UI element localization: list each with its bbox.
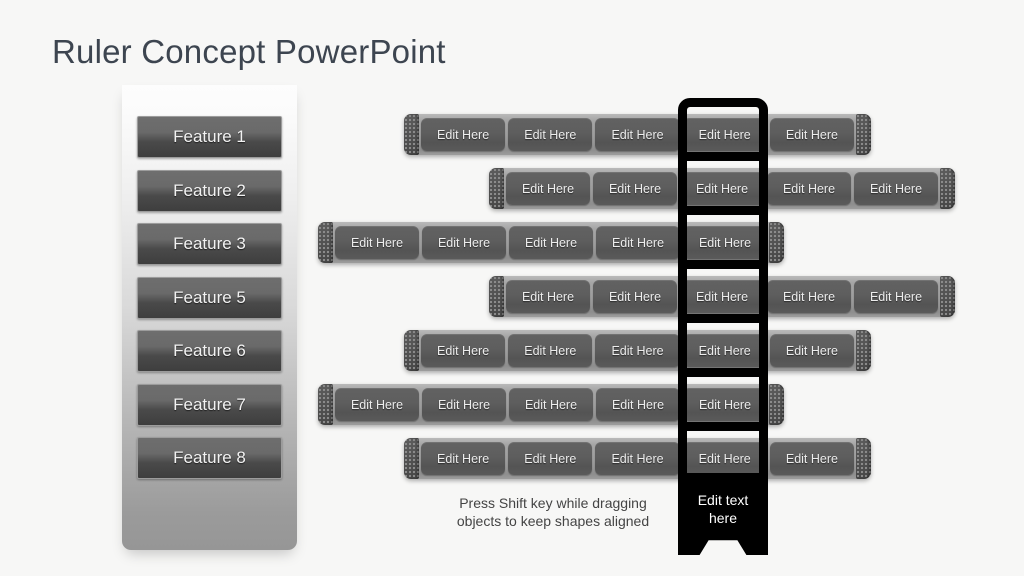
ruler-grip-right-icon[interactable] bbox=[769, 222, 784, 263]
page-title: Ruler Concept PowerPoint bbox=[52, 33, 446, 70]
feature-button-3[interactable]: Feature 3 bbox=[137, 223, 282, 265]
feature-button-label: Feature 7 bbox=[173, 394, 246, 414]
edit-here-chip[interactable]: Edit Here bbox=[508, 442, 593, 475]
ruler-grip-left-icon[interactable] bbox=[404, 330, 419, 371]
caption-line1: Press Shift key while dragging bbox=[459, 495, 647, 511]
ruler-grip-right-icon[interactable] bbox=[856, 330, 871, 371]
edit-here-chip[interactable]: Edit Here bbox=[769, 442, 855, 475]
edit-here-chip[interactable]: Edit Here bbox=[593, 280, 677, 313]
feature-button-7[interactable]: Feature 8 bbox=[137, 437, 282, 479]
edit-here-chip[interactable]: Edit Here bbox=[680, 280, 764, 313]
feature-button-2[interactable]: Feature 2 bbox=[137, 169, 282, 212]
edit-here-chip[interactable]: Edit Here bbox=[506, 172, 590, 205]
ruler-grip-left-icon[interactable] bbox=[489, 276, 504, 317]
feature-button-label: Feature 8 bbox=[173, 448, 246, 467]
feature-button-6[interactable]: Feature 7 bbox=[137, 383, 282, 426]
edit-here-chip[interactable]: Edit Here bbox=[682, 118, 767, 151]
feature-button-label: Feature 5 bbox=[173, 287, 246, 307]
edit-here-chip[interactable]: Edit Here bbox=[421, 334, 506, 367]
ruler-grip-left-icon[interactable] bbox=[404, 114, 419, 155]
edit-here-chip[interactable]: Edit Here bbox=[767, 172, 851, 205]
edit-here-chip[interactable]: Edit Here bbox=[421, 442, 506, 475]
edit-here-chip[interactable]: Edit Here bbox=[506, 280, 590, 313]
ruler-grip-left-icon[interactable] bbox=[404, 438, 419, 479]
edit-here-chip[interactable]: Edit Here bbox=[596, 226, 680, 259]
caption: Press Shift key while dragging objects t… bbox=[403, 494, 703, 530]
edit-here-chip[interactable]: Edit Here bbox=[422, 388, 506, 421]
edit-here-chip[interactable]: Edit Here bbox=[680, 172, 764, 205]
edit-here-chip[interactable]: Edit Here bbox=[508, 334, 593, 367]
ruler-grip-left-icon[interactable] bbox=[318, 222, 333, 263]
feature-button-label: Feature 6 bbox=[173, 341, 246, 360]
vertical-ruler-label-line1: Edit text bbox=[697, 492, 749, 508]
caption-line2: objects to keep shapes aligned bbox=[456, 513, 650, 529]
edit-here-chip[interactable]: Edit Here bbox=[767, 280, 851, 313]
feature-button-5[interactable]: Feature 6 bbox=[137, 330, 282, 372]
edit-here-chip[interactable]: Edit Here bbox=[854, 172, 938, 205]
ruler-grip-left-icon[interactable] bbox=[318, 384, 333, 425]
edit-here-chip[interactable]: Edit Here bbox=[422, 226, 506, 259]
edit-here-chip[interactable]: Edit Here bbox=[421, 118, 506, 151]
edit-here-chip[interactable]: Edit Here bbox=[335, 226, 419, 259]
ruler-grip-right-icon[interactable] bbox=[856, 438, 871, 479]
edit-here-chip[interactable]: Edit Here bbox=[595, 334, 680, 367]
edit-here-chip[interactable]: Edit Here bbox=[682, 334, 767, 367]
vertical-ruler-label[interactable]: Edit text here bbox=[698, 491, 749, 527]
edit-here-chip[interactable]: Edit Here bbox=[593, 172, 677, 205]
edit-here-chip[interactable]: Edit Here bbox=[769, 118, 855, 151]
ruler-grip-right-icon[interactable] bbox=[940, 168, 955, 209]
edit-here-chip[interactable]: Edit Here bbox=[509, 226, 593, 259]
feature-button-label: Feature 2 bbox=[173, 180, 246, 200]
edit-here-chip[interactable]: Edit Here bbox=[854, 280, 938, 313]
vertical-ruler: Edit text here bbox=[678, 98, 768, 555]
feature-button-4[interactable]: Feature 5 bbox=[137, 276, 282, 319]
feature-button-label: Feature 3 bbox=[173, 234, 246, 253]
edit-here-chip[interactable]: Edit Here bbox=[683, 388, 767, 421]
edit-here-chip[interactable]: Edit Here bbox=[596, 388, 680, 421]
edit-here-chip[interactable]: Edit Here bbox=[509, 388, 593, 421]
feature-button-label: Feature 1 bbox=[173, 127, 246, 146]
ruler-grip-right-icon[interactable] bbox=[856, 114, 871, 155]
edit-here-chip[interactable]: Edit Here bbox=[595, 442, 680, 475]
vertical-ruler-label-line2: here bbox=[708, 510, 738, 526]
feature-button-1[interactable]: Feature 1 bbox=[137, 116, 282, 158]
ruler-grip-right-icon[interactable] bbox=[769, 384, 784, 425]
edit-here-chip[interactable]: Edit Here bbox=[683, 226, 767, 259]
edit-here-chip[interactable]: Edit Here bbox=[682, 442, 767, 475]
ruler-grip-right-icon[interactable] bbox=[940, 276, 955, 317]
ruler-grip-left-icon[interactable] bbox=[489, 168, 504, 209]
edit-here-chip[interactable]: Edit Here bbox=[508, 118, 593, 151]
edit-here-chip[interactable]: Edit Here bbox=[595, 118, 680, 151]
edit-here-chip[interactable]: Edit Here bbox=[335, 388, 419, 421]
edit-here-chip[interactable]: Edit Here bbox=[769, 334, 855, 367]
